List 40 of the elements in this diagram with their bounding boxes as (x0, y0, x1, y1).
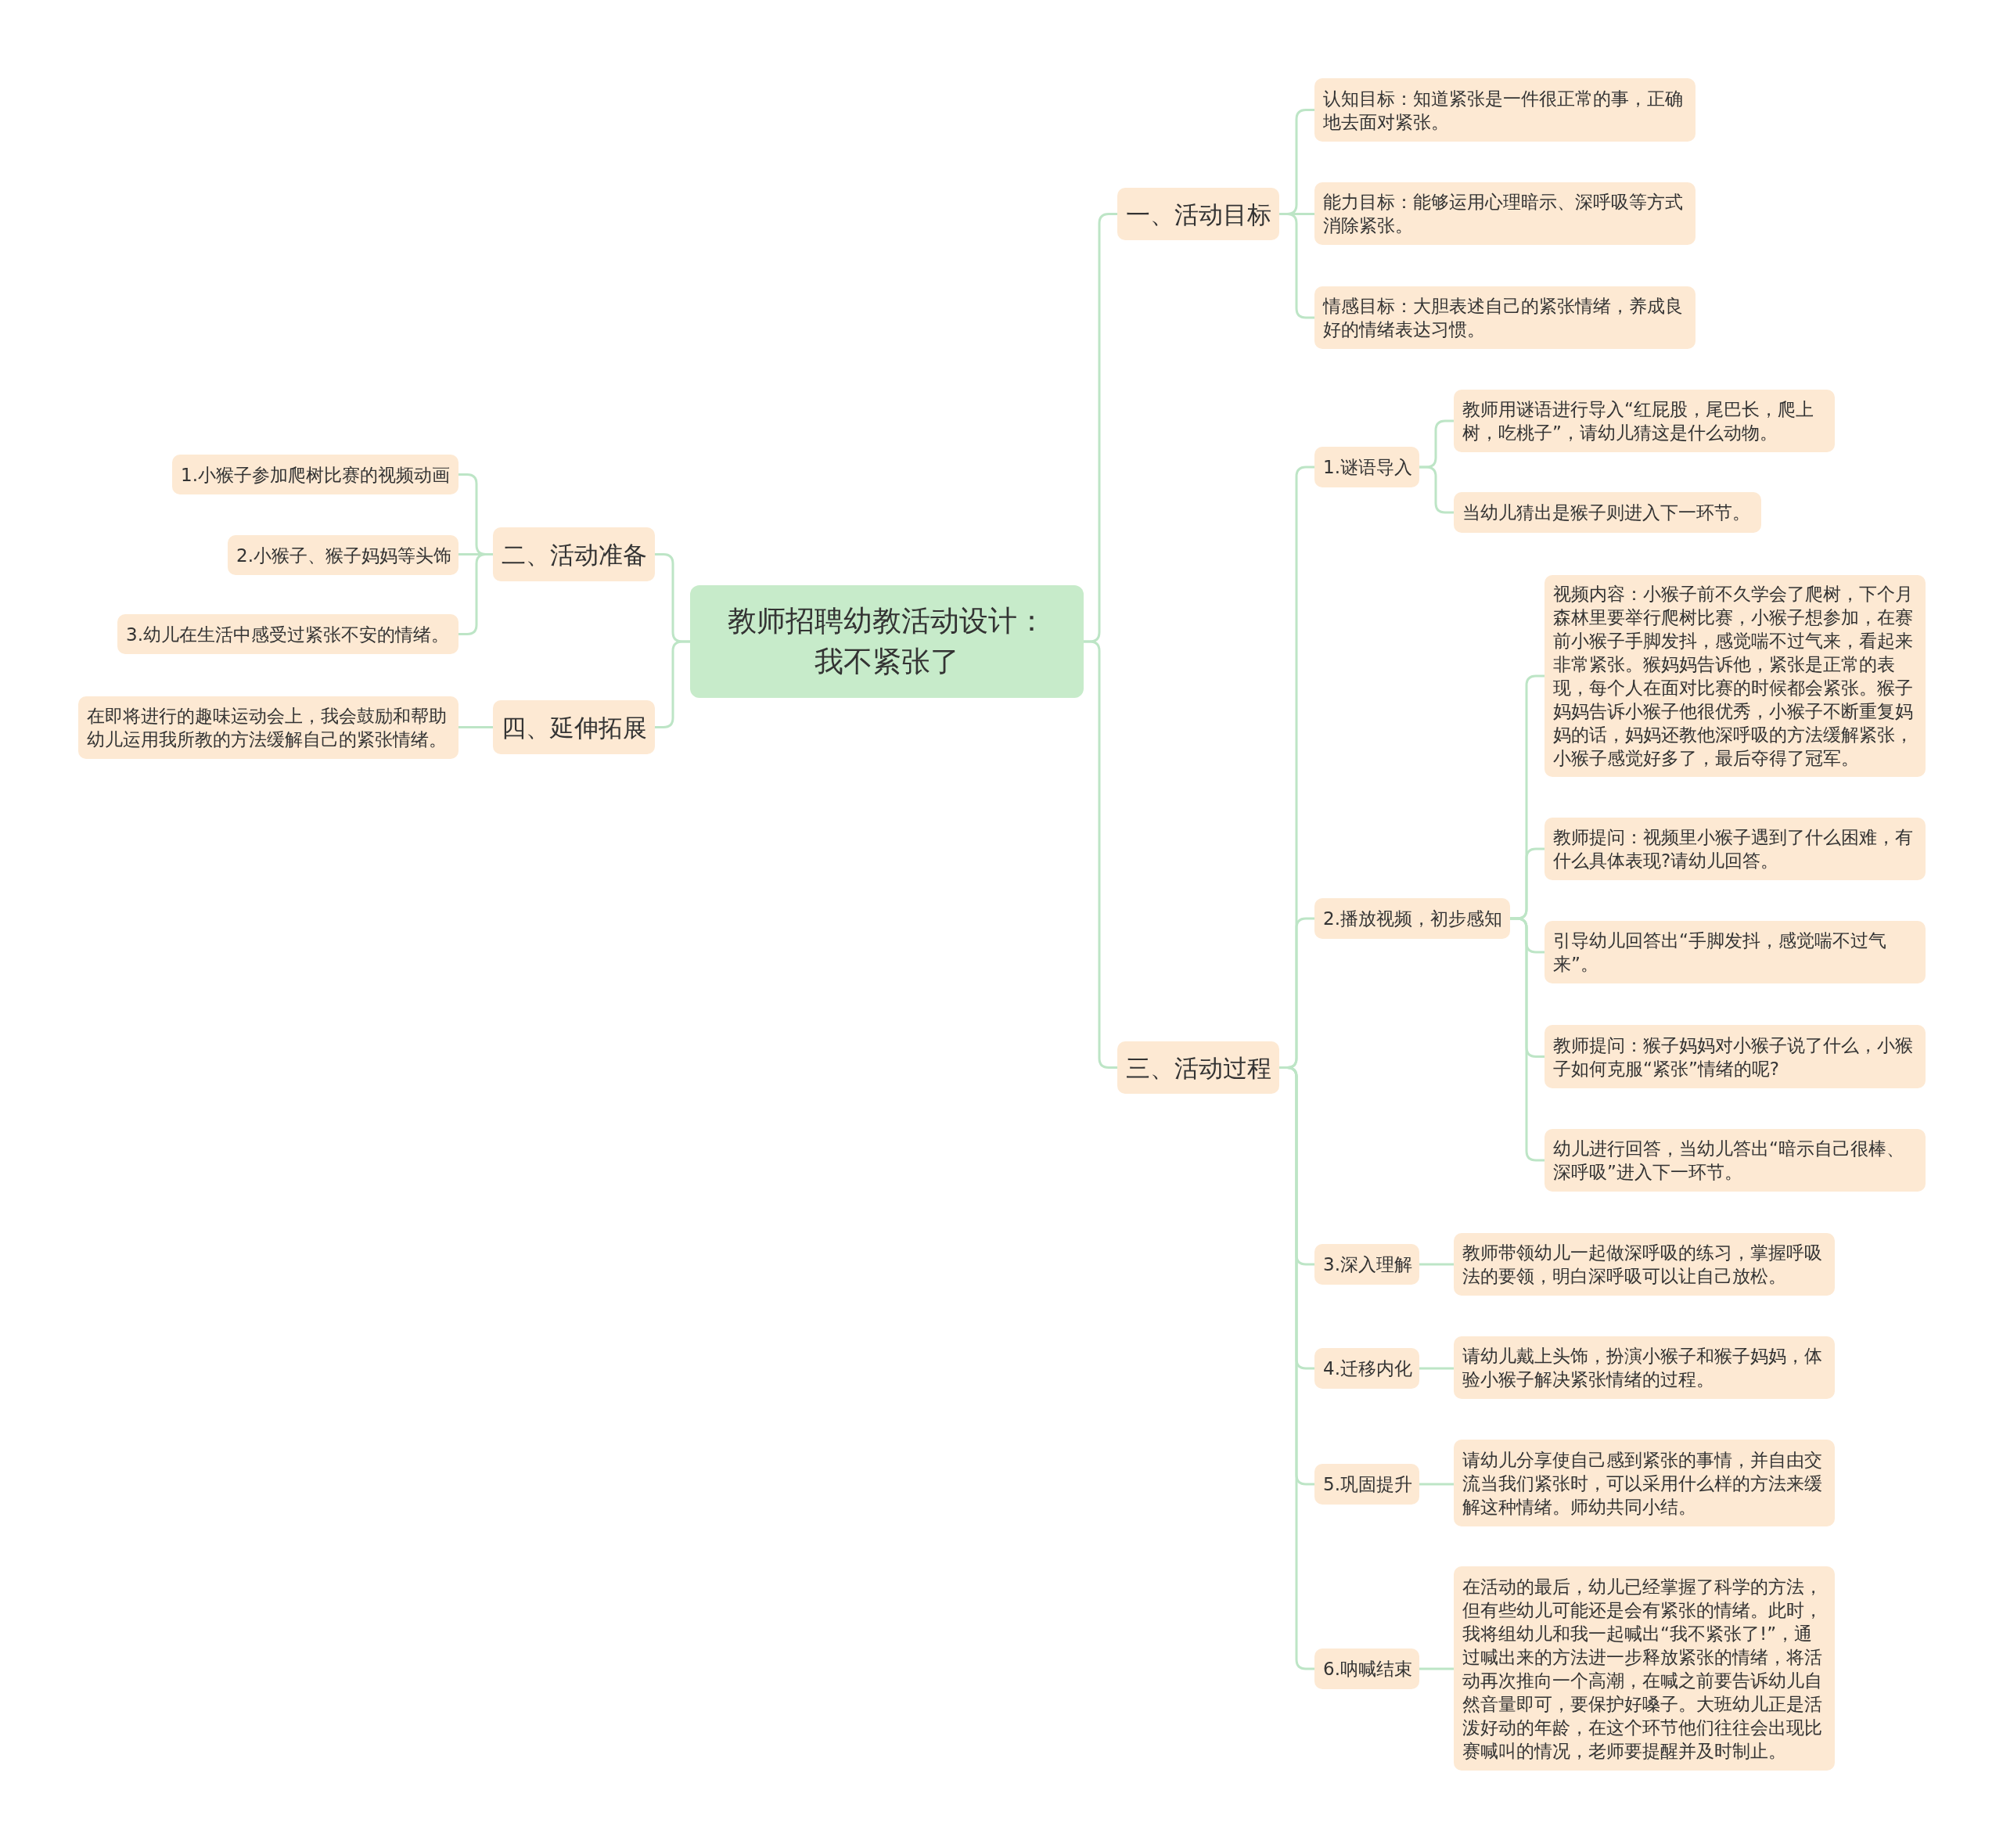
subtopic-box: 2.播放视频，初步感知 (1314, 898, 1510, 939)
subtopic-box: 当幼儿猜出是猴子则进入下一环节。 (1454, 492, 1761, 533)
connector-line (1419, 1667, 1454, 1670)
text-box: 认知目标：知道紧张是一件很正常的事，正确地去面对紧张。 (1314, 78, 1696, 142)
text-box: 视频内容：小猴子前不久学会了爬树，下个月森林里要举行爬树比赛，小猴子想参加，在赛前小猴子手脚发抖，感觉喘不过气来，看起来非常紧张。猴妈妈告诉他，紧张是正常的表现，每个人在面对比赛的时候都会紧张。猴子妈妈告诉小猴子他很优秀，小猴子不断重复妈妈的话，妈妈还教他深呼吸的方法缓解紧张，小猴子感觉好多了，最后夺得了冠军。 (1545, 575, 1926, 777)
connector-line (655, 640, 690, 728)
subtopic-box: 3.深入理解 (1314, 1244, 1419, 1285)
connector-line (458, 726, 493, 728)
text-box: 请幼儿分享使自己感到紧张的事情，并自由交流当我们紧张时，可以采用什么样的方法来缓解这种情绪。师幼共同小结。 (1454, 1440, 1835, 1526)
subtopic-box: 6.呐喊结束 (1314, 1648, 1419, 1689)
connector-line (1279, 213, 1314, 319)
connector-line (1510, 917, 1545, 1162)
subtopic-box: 1.谜语导入 (1314, 447, 1419, 487)
text-box: 能力目标：能够运用心理暗示、深呼吸等方式消除紧张。 (1314, 182, 1696, 245)
text-box: 在活动的最后，幼儿已经掌握了科学的方法，但有些幼儿可能还是会有紧张的情绪。此时，我将组幼儿和我一起喊出“我不紧张了!”，通过喊出来的方法进一步释放紧张的情绪，将活动再次推向一个高潮，在喊之前要告诉幼儿自然音量即可，要保护好嗓子。大班幼儿正是活泼好动的年龄，在这个环节他们往往会出现比赛喊叫的情况，老师要提醒并及时制止。 (1454, 1566, 1835, 1771)
text-box: 在即将进行的趣味运动会上，我会鼓励和帮助幼儿运用我所教的方法缓解自己的紧张情绪。 (78, 696, 458, 759)
text-box: 情感目标：大胆表述自己的紧张情绪，养成良好的情绪表达习惯。 (1314, 286, 1696, 349)
subtopic-box: 4.迁移内化 (1314, 1348, 1419, 1389)
text-box: 幼儿进行回答，当幼儿答出“暗示自己很棒、深呼吸”进入下一环节。 (1545, 1129, 1926, 1192)
branch-topic-box: 一、活动目标 (1117, 188, 1279, 240)
text-box: 教师带领幼儿一起做深呼吸的练习，掌握呼吸法的要领，明白深呼吸可以让自己放松。 (1454, 1233, 1835, 1296)
central-topic-box: 教师招聘幼教活动设计：我不紧张了 (690, 585, 1084, 698)
text-box: 请幼儿戴上头饰，扮演小猴子和猴子妈妈，体验小猴子解决紧张情绪的过程。 (1454, 1336, 1835, 1399)
connector-line (1419, 1367, 1454, 1370)
branch-topic-box: 四、延伸拓展 (493, 700, 655, 754)
text-box: 教师提问：猴子妈妈对小猴子说了什么，小猴子如何克服“紧张”情绪的呢? (1545, 1025, 1926, 1088)
text-box: 教师用谜语进行导入“红屁股，尾巴长，爬上树，吃桃子”，请幼儿猜这是什么动物。 (1454, 390, 1835, 452)
connector-line (1419, 1263, 1454, 1266)
connector-line (458, 553, 493, 635)
connector-line (1419, 466, 1454, 514)
connector-line (1084, 640, 1117, 1069)
text-box: 教师提问：视频里小猴子遇到了什么困难，有什么具体表现?请幼儿回答。 (1545, 818, 1926, 880)
branch-topic-box: 二、活动准备 (493, 527, 655, 581)
text-box: 引导幼儿回答出“手脚发抖，感觉喘不过气来”。 (1545, 921, 1926, 983)
subtopic-box: 5.巩固提升 (1314, 1464, 1419, 1505)
subtopic-box: 2.小猴子、猴子妈妈等头饰 (228, 535, 458, 575)
subtopic-box: 3.幼儿在生活中感受过紧张不安的情绪。 (117, 614, 458, 654)
subtopic-box: 1.小猴子参加爬树比赛的视频动画 (172, 455, 458, 494)
connector-line (1419, 1483, 1454, 1486)
branch-topic-box: 三、活动过程 (1117, 1041, 1279, 1094)
